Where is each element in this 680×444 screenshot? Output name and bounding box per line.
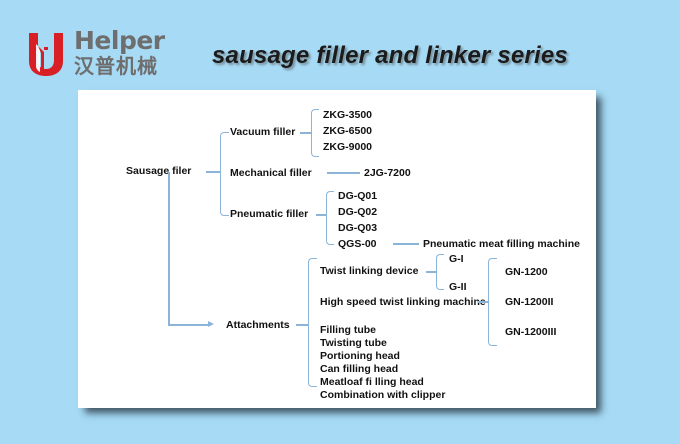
- attachment-high-speed-twist-linking-machine: High speed twist linking machine: [320, 296, 486, 308]
- connector-attachments-arm: [168, 324, 210, 326]
- connector-twist-variants-stub: [426, 271, 436, 273]
- variant-g-i: G-I: [449, 253, 464, 265]
- model-dg-q02: DG-Q02: [338, 206, 378, 218]
- variant-g-ii: G-II: [449, 281, 467, 293]
- tree-node-mechanical-filler: Mechanical filler: [230, 167, 312, 179]
- connector-qgs-note: [393, 243, 419, 245]
- logo-wordmark: Helper 汉普机械: [74, 28, 206, 80]
- tree-node-attachments: Attachments: [226, 319, 290, 331]
- page-header: Helper 汉普机械 sausage filler and linker se…: [0, 0, 680, 90]
- connector-mechanical-model: [327, 172, 360, 174]
- bracket-pneumatic-models: [326, 191, 334, 245]
- attachment-meatloaf-filling-head: Meatloaf fi lling head: [320, 376, 424, 388]
- tree-node-root: Sausage filer: [126, 165, 192, 177]
- bracket-attachments: [308, 258, 317, 387]
- tree-node-pneumatic-filler: Pneumatic filler: [230, 208, 309, 220]
- model-dg-q03: DG-Q03: [338, 222, 378, 234]
- connector-pneumatic-stub: [316, 214, 326, 216]
- model-2jg-7200: 2JG-7200: [364, 167, 411, 179]
- note-pneumatic-meat-filling-machine: Pneumatic meat filling machine: [423, 238, 580, 250]
- tree-node-vacuum-filler: Vacuum filler: [230, 126, 296, 138]
- diagram-panel: Sausage filer Vacuum filler ZKG-3500 ZKG…: [78, 90, 596, 408]
- connector-root-down: [168, 172, 170, 325]
- page-title: sausage filler and linker series: [212, 42, 568, 69]
- model-gn-1200iii: GN-1200III: [505, 326, 557, 338]
- model-zkg-3500: ZKG-3500: [323, 109, 373, 121]
- model-zkg-9000: ZKG-9000: [323, 141, 373, 153]
- bracket-filler-types: [220, 132, 229, 216]
- attachment-twisting-tube: Twisting tube: [320, 337, 387, 349]
- bracket-gn-models: [488, 258, 497, 346]
- brand-logo: Helper 汉普机械: [24, 28, 204, 80]
- logo-name-en: Helper: [74, 26, 165, 55]
- attachment-filling-tube: Filling tube: [320, 324, 376, 336]
- connector-attachments-stub: [296, 324, 308, 326]
- model-qgs-00: QGS-00: [338, 238, 377, 250]
- model-gn-1200ii: GN-1200II: [505, 296, 554, 308]
- bracket-twist-variants: [436, 254, 444, 290]
- model-zkg-6500: ZKG-6500: [323, 125, 373, 137]
- model-dg-q01: DG-Q01: [338, 190, 378, 202]
- product-tree-diagram: Sausage filer Vacuum filler ZKG-3500 ZKG…: [78, 90, 596, 408]
- connector-gn-stub: [478, 301, 488, 303]
- attachment-can-filling-head: Can filling head: [320, 363, 399, 375]
- connector-vacuum-stub: [300, 132, 311, 134]
- attachment-portioning-head: Portioning head: [320, 350, 400, 362]
- model-gn-1200: GN-1200: [505, 266, 548, 278]
- attachment-combination-with-clipper: Combination with clipper: [320, 389, 446, 401]
- bracket-vacuum-models: [311, 109, 319, 157]
- arrow-attachments: [208, 321, 214, 327]
- attachment-twist-linking-device: Twist linking device: [320, 265, 419, 277]
- connector-root-stub: [206, 171, 220, 173]
- logo-name-cn: 汉普机械: [74, 54, 158, 78]
- helper-u-logo-icon: [29, 33, 63, 76]
